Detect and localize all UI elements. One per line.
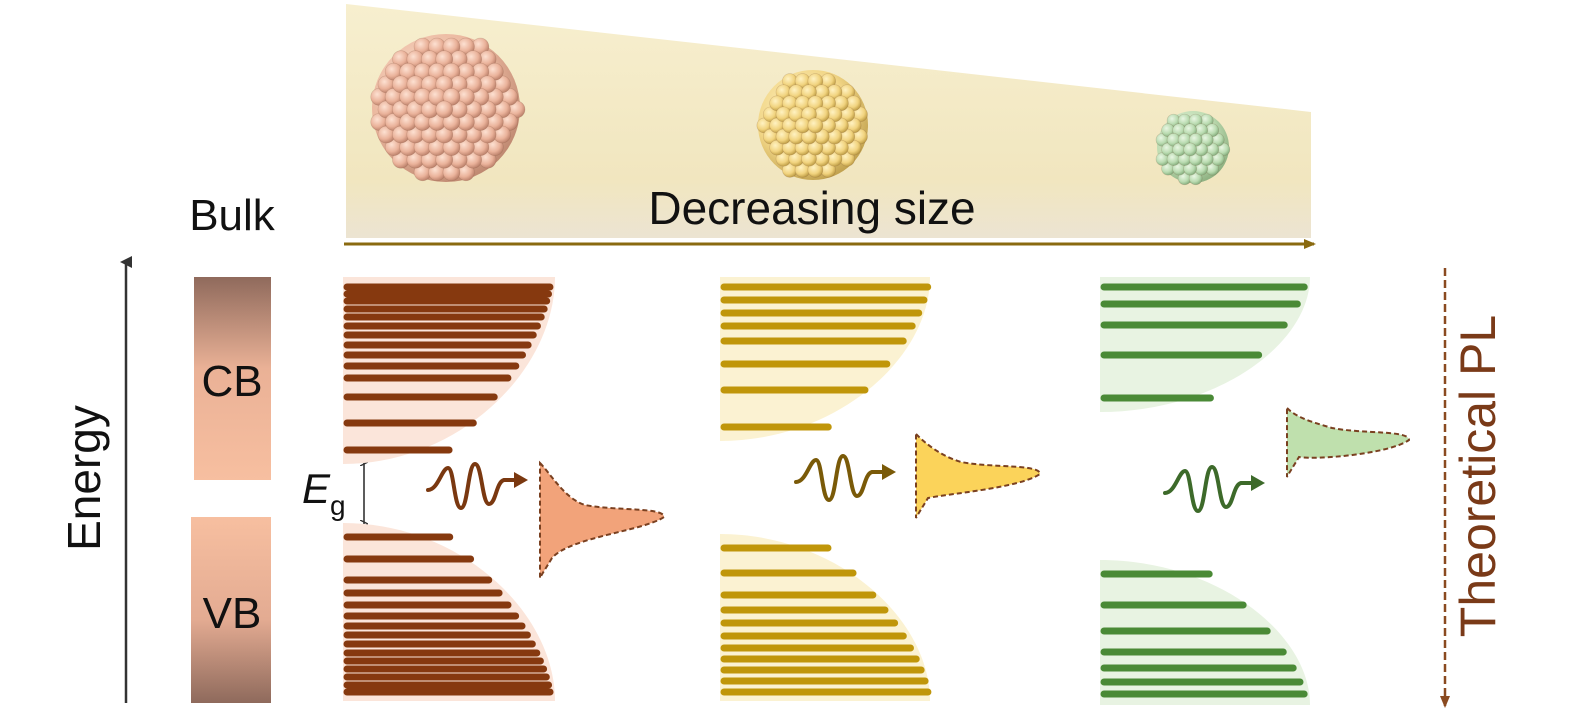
photon-wave-icon (794, 453, 896, 503)
small-crystal-energy-levels (1100, 277, 1310, 705)
valence-band-block (191, 517, 271, 703)
large-crystal-energy-levels (343, 277, 555, 701)
band-gap-label: Eg (302, 465, 346, 521)
pl-peak-icon (539, 460, 666, 579)
small-nanocrystal-icon (1155, 111, 1231, 186)
photon-wave-icon (426, 461, 528, 511)
conduction-band-block (194, 277, 271, 480)
large-nanocrystal-icon (370, 34, 526, 182)
medium-crystal-energy-levels (720, 277, 932, 701)
cb-label: CB (201, 357, 262, 406)
energy-label: Energy (58, 405, 110, 551)
bulk-label: Bulk (189, 191, 276, 240)
pl-peak-icon (1286, 405, 1411, 478)
medium-nanocrystal-icon (756, 70, 868, 180)
pl-peak-icon (915, 431, 1042, 519)
vb-label: VB (203, 589, 262, 638)
theoretical-pl-label: Theoretical PL (1450, 315, 1506, 637)
photon-wave-icon (1163, 464, 1265, 514)
decreasing-size-label: Decreasing size (648, 182, 975, 234)
